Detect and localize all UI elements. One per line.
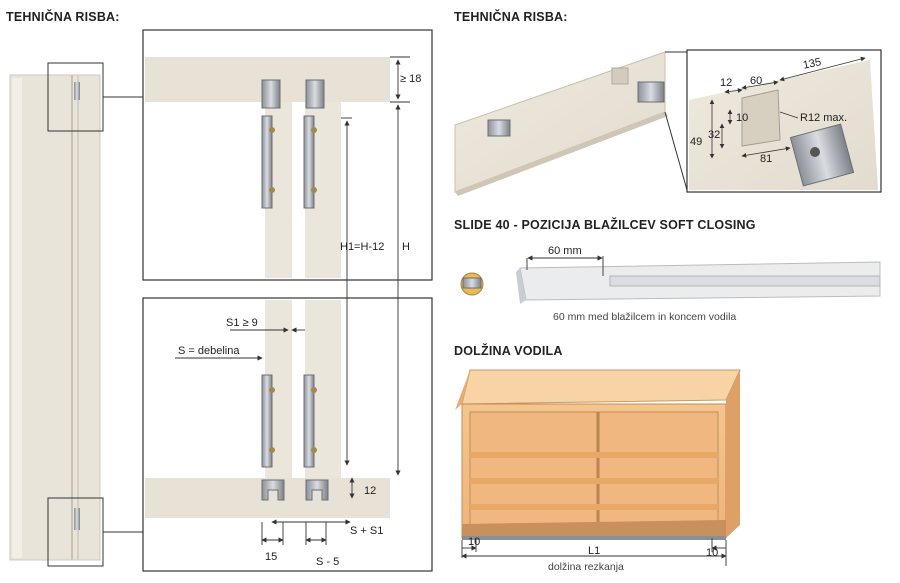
dim-49-detail: 49 <box>690 136 702 148</box>
dim-60-detail: 60 <box>750 75 762 87</box>
dim-s-minus-5: S - 5 <box>316 556 339 568</box>
dim-10-detail: 10 <box>736 112 748 124</box>
dim-s-plus-s1: S + S1 <box>350 525 383 537</box>
cabinet-illustration <box>455 369 741 540</box>
dim-h: H <box>402 241 410 253</box>
cabinet-dim-left-10: 10 <box>468 536 480 548</box>
dim-12-detail: 12 <box>720 77 732 89</box>
door-panel-perspective <box>454 51 688 196</box>
soft-closing-slide <box>460 255 881 304</box>
dim-s-thickness: S = debelina <box>178 345 240 357</box>
cabinet-dim-right-10: 10 <box>706 547 718 559</box>
cabinet-dimension-lines <box>461 538 727 566</box>
dim-s1: S1 ≥ 9 <box>226 317 258 329</box>
dim-135-detail: 135 <box>802 56 822 72</box>
slide-60mm-label: 60 mm <box>548 245 582 257</box>
right-section-title: TEHNIČNA RISBA: <box>454 10 568 24</box>
milling-detail <box>686 49 882 193</box>
length-section-title: DOLŽINA VODILA <box>454 344 563 358</box>
dim-15: 15 <box>265 551 277 563</box>
cabinet-dim-l1: L1 <box>588 545 600 557</box>
top-detail <box>142 29 433 281</box>
left-dimension-lines <box>175 56 410 545</box>
dim-32-detail: 32 <box>708 129 720 141</box>
cabinet-side-view <box>9 74 101 561</box>
bottom-detail <box>142 297 433 572</box>
dim-h1: H1=H-12 <box>340 241 384 253</box>
dim-81-detail: 81 <box>760 153 772 165</box>
dim-bottom-12: 12 <box>364 485 376 497</box>
slide-section-title: SLIDE 40 - POZICIJA BLAŽILCEV SOFT CLOSI… <box>454 218 756 232</box>
radius-label: R12 max. <box>800 112 847 124</box>
slide-caption: 60 mm med blažilcem in koncem vodila <box>553 311 736 323</box>
dim-top-gap: ≥ 18 <box>400 73 421 85</box>
cabinet-caption: dolžina rezkanja <box>548 561 624 573</box>
left-section-title: TEHNIČNA RISBA: <box>6 10 120 24</box>
